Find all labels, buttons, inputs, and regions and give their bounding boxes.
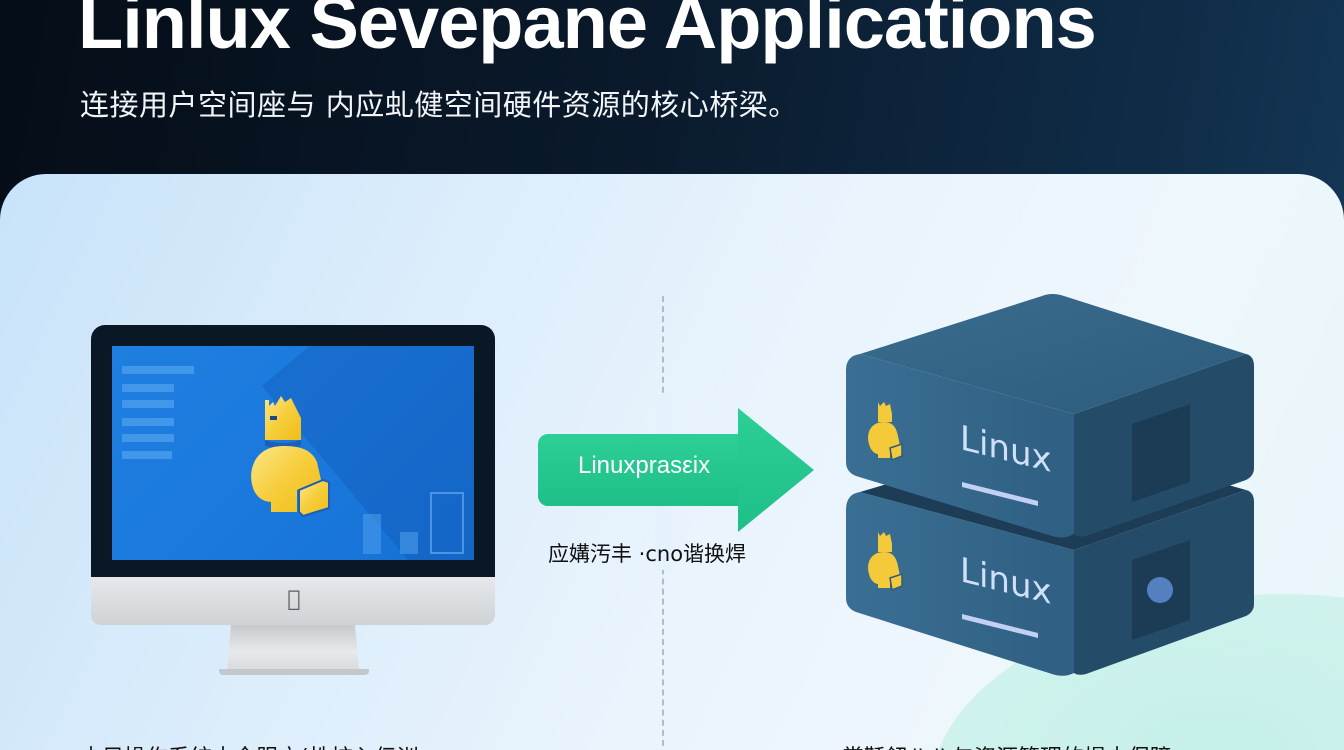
server-stack: Linux Linux xyxy=(842,288,1256,678)
left-caption: 内目操作系统内全服方(株核入伝训 xyxy=(80,740,419,750)
screen-chart-bar xyxy=(400,532,418,554)
arrow-label: Linuxprasεix xyxy=(578,452,711,479)
right-caption: 掌鞒鈕ルル与资源管理的提内保障 xyxy=(842,740,1172,750)
mascot-figure-icon xyxy=(251,396,330,518)
screen-line xyxy=(122,366,194,374)
screen-line xyxy=(122,451,172,459)
page-subtitle: 连接用户空间座与 内应虬健空间硬件资源的核心桥梁。 xyxy=(80,88,798,122)
arrow-body xyxy=(538,434,752,506)
screen-chart-box xyxy=(430,492,464,554)
screen-line xyxy=(122,384,174,392)
arrow-caption: 应媾汚丰 ·cno谐换焊 xyxy=(548,542,747,566)
mascot-figure-icon xyxy=(868,402,903,462)
monitor-stand-base xyxy=(219,669,369,675)
page-title: Linlux Sevepane Applications xyxy=(78,0,1097,64)
screen-line xyxy=(122,434,174,442)
monitor-chin xyxy=(91,577,495,625)
arrow-right-icon xyxy=(738,408,814,532)
apple-icon:  xyxy=(284,589,304,611)
server-stack-shape xyxy=(846,294,1254,676)
screen-chart-bar xyxy=(363,514,381,554)
screen-line xyxy=(122,418,174,426)
mascot-figure-icon xyxy=(868,532,903,592)
screen-line xyxy=(122,400,174,408)
flow-arrow: Linuxprasεix xyxy=(538,408,814,534)
monitor-screen xyxy=(112,346,474,560)
monitor-stand xyxy=(227,625,359,670)
